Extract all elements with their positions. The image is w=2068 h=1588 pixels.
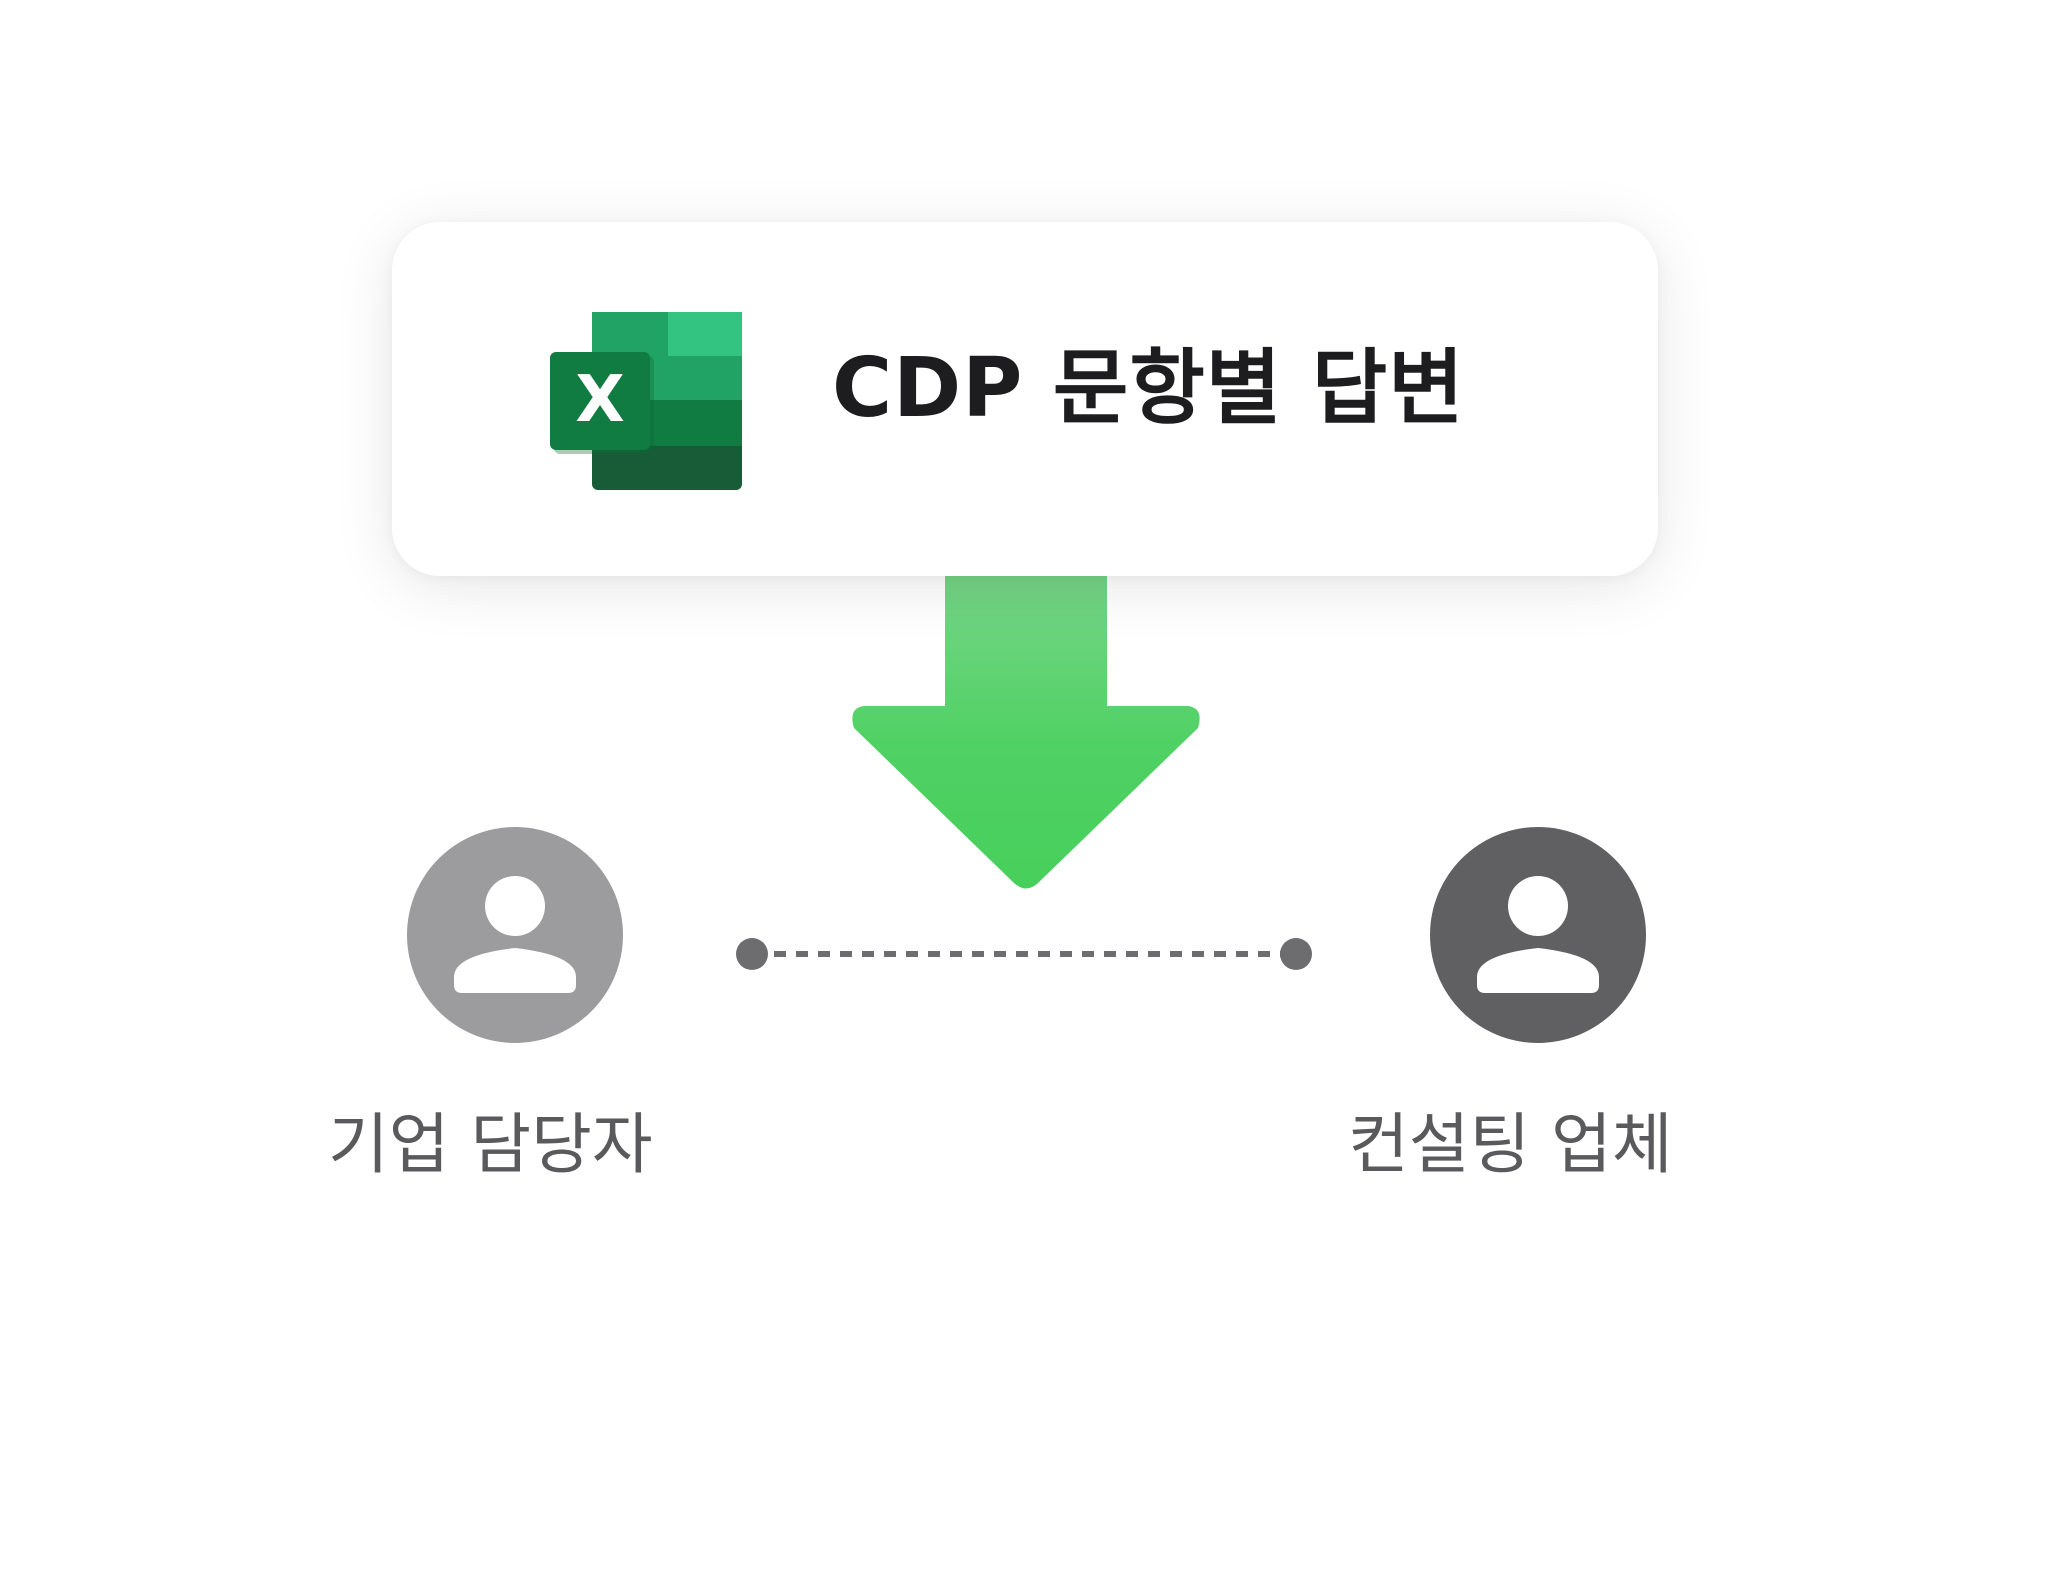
company-contact-avatar [407,827,623,1043]
consulting-firm-avatar [1430,827,1646,1043]
file-card[interactable]: X CDP 문항별 답변 [392,222,1658,576]
dashed-connector [736,938,1312,970]
svg-text:X: X [575,363,624,437]
excel-icon: X [550,312,742,490]
consulting-firm-label: 컨설팅 업체 [1348,1106,1673,1183]
company-contact-label: 기업 담당자 [328,1106,653,1183]
download-arrow-icon [852,576,1200,889]
card-title: CDP 문항별 답변 [832,341,1465,436]
